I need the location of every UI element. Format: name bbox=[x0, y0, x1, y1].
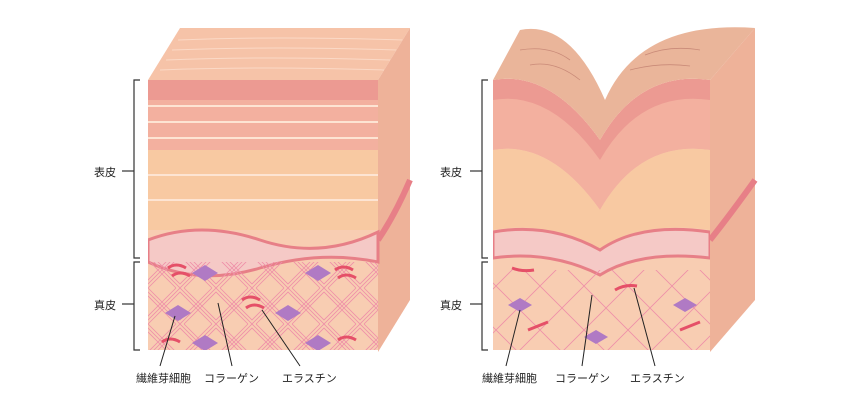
wrinkled-skin-diagram: 表皮 真皮 繊維芽細胞 コラーゲン エラスチン bbox=[430, 0, 860, 400]
basal-layer-upper bbox=[493, 148, 710, 250]
callout-lines bbox=[159, 302, 301, 367]
fibroblast-cells bbox=[165, 265, 331, 350]
spinous-layer bbox=[148, 100, 378, 150]
epidermis-label: 表皮 bbox=[94, 166, 116, 179]
skin-surface-wrinkled bbox=[493, 27, 755, 140]
skin-side-face bbox=[710, 28, 755, 352]
healthy-skin-cross-section bbox=[122, 28, 413, 367]
epidermis-label: 表皮 bbox=[440, 166, 462, 179]
collagen-label: コラーゲン bbox=[204, 372, 259, 385]
elastin-fibers bbox=[511, 266, 701, 332]
dermis-label: 真皮 bbox=[94, 299, 116, 312]
healthy-skin-diagram: 表皮 真皮 繊維芽細胞 コラーゲン エラスチン bbox=[94, 28, 413, 385]
skin-side-face bbox=[378, 28, 410, 352]
fibroblast-label: 繊維芽細胞 bbox=[482, 372, 537, 385]
collagen-label: コラーゲン bbox=[555, 372, 610, 385]
wrinkled-skin-cross-section bbox=[470, 27, 758, 367]
fibroblast-cells bbox=[508, 298, 697, 344]
basal-layer-upper bbox=[148, 150, 378, 230]
elastin-label: エラスチン bbox=[630, 372, 685, 385]
granular-layer bbox=[148, 80, 378, 100]
callout-lines bbox=[505, 287, 656, 367]
layer-brackets bbox=[122, 79, 140, 351]
dermis-label: 真皮 bbox=[440, 299, 462, 312]
elastin-fibers bbox=[161, 263, 357, 344]
layer-brackets bbox=[470, 79, 488, 351]
fibroblast-label: 繊維芽細胞 bbox=[136, 372, 191, 385]
granular-layer bbox=[493, 78, 710, 160]
elastin-label: エラスチン bbox=[282, 372, 337, 385]
basement-membrane bbox=[493, 227, 710, 277]
skin-surface bbox=[148, 28, 410, 80]
